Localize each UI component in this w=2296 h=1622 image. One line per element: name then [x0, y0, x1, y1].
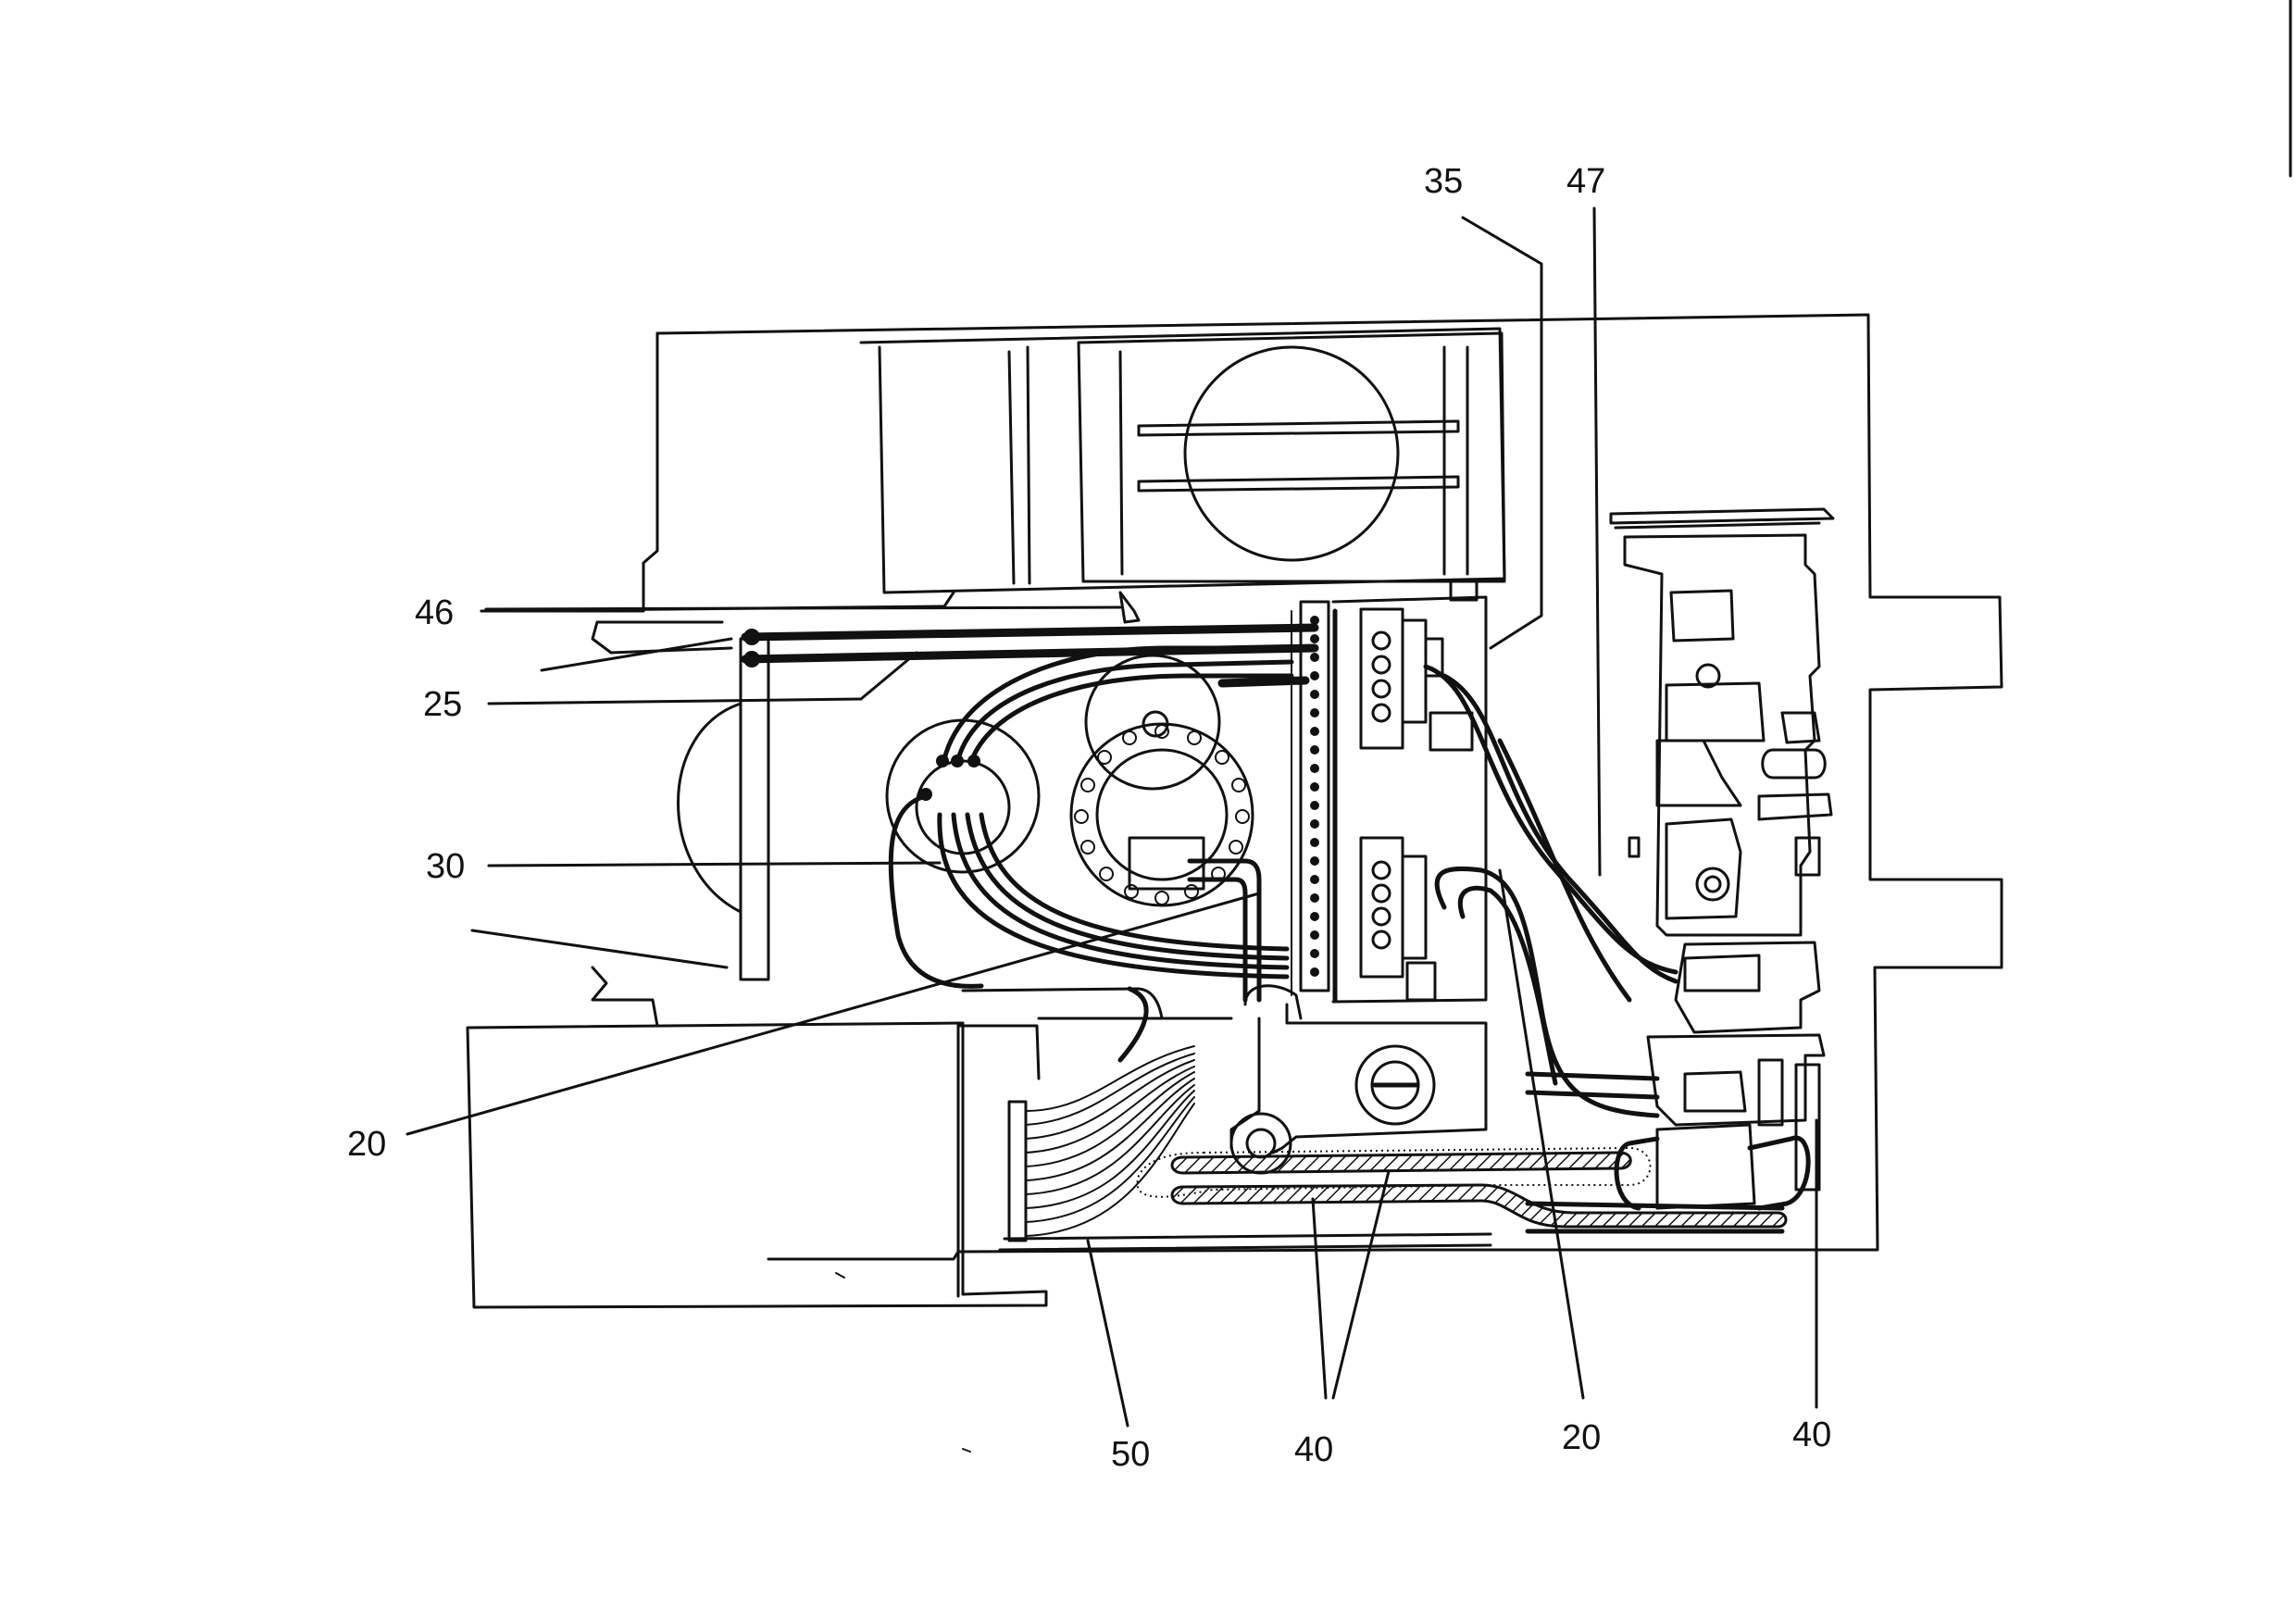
label-35: 35: [1424, 162, 1463, 201]
reference-labels: 35 47 46 25 30 20 50 40 20 40: [347, 162, 1831, 1474]
label-30: 30: [426, 847, 465, 886]
stray-marks: [835, 0, 2292, 1453]
connector-block: [1128, 836, 1262, 1003]
pump-base: [1229, 984, 1488, 1175]
leader-lines: [406, 206, 1818, 1428]
label-20-right: 20: [1562, 1418, 1601, 1457]
label-20-left: 20: [347, 1125, 386, 1164]
drum-and-gear: [1069, 654, 1254, 907]
cable-junction: [885, 645, 1294, 989]
label-46: 46: [415, 593, 454, 632]
valve-manifold-lower: [1359, 836, 1437, 1002]
vertical-chain: [1291, 600, 1338, 1003]
wire-bundle: [1007, 986, 1195, 1242]
label-47: 47: [1566, 162, 1605, 201]
label-25: 25: [423, 685, 462, 724]
valve-manifold-upper: [1331, 595, 1488, 1004]
reservoir-tank: [466, 987, 1492, 1309]
left-bracket: [677, 637, 770, 981]
hose-routing: [1423, 664, 1678, 1118]
heating-elements: [1136, 1146, 1788, 1234]
label-50: 50: [1111, 1435, 1150, 1474]
label-40-right: 40: [1792, 1416, 1831, 1454]
main-housing: [480, 313, 2003, 1261]
blower-unit: [859, 327, 1506, 624]
right-valve-stack: [1609, 507, 1835, 1211]
label-40-center: 40: [1294, 1430, 1333, 1469]
